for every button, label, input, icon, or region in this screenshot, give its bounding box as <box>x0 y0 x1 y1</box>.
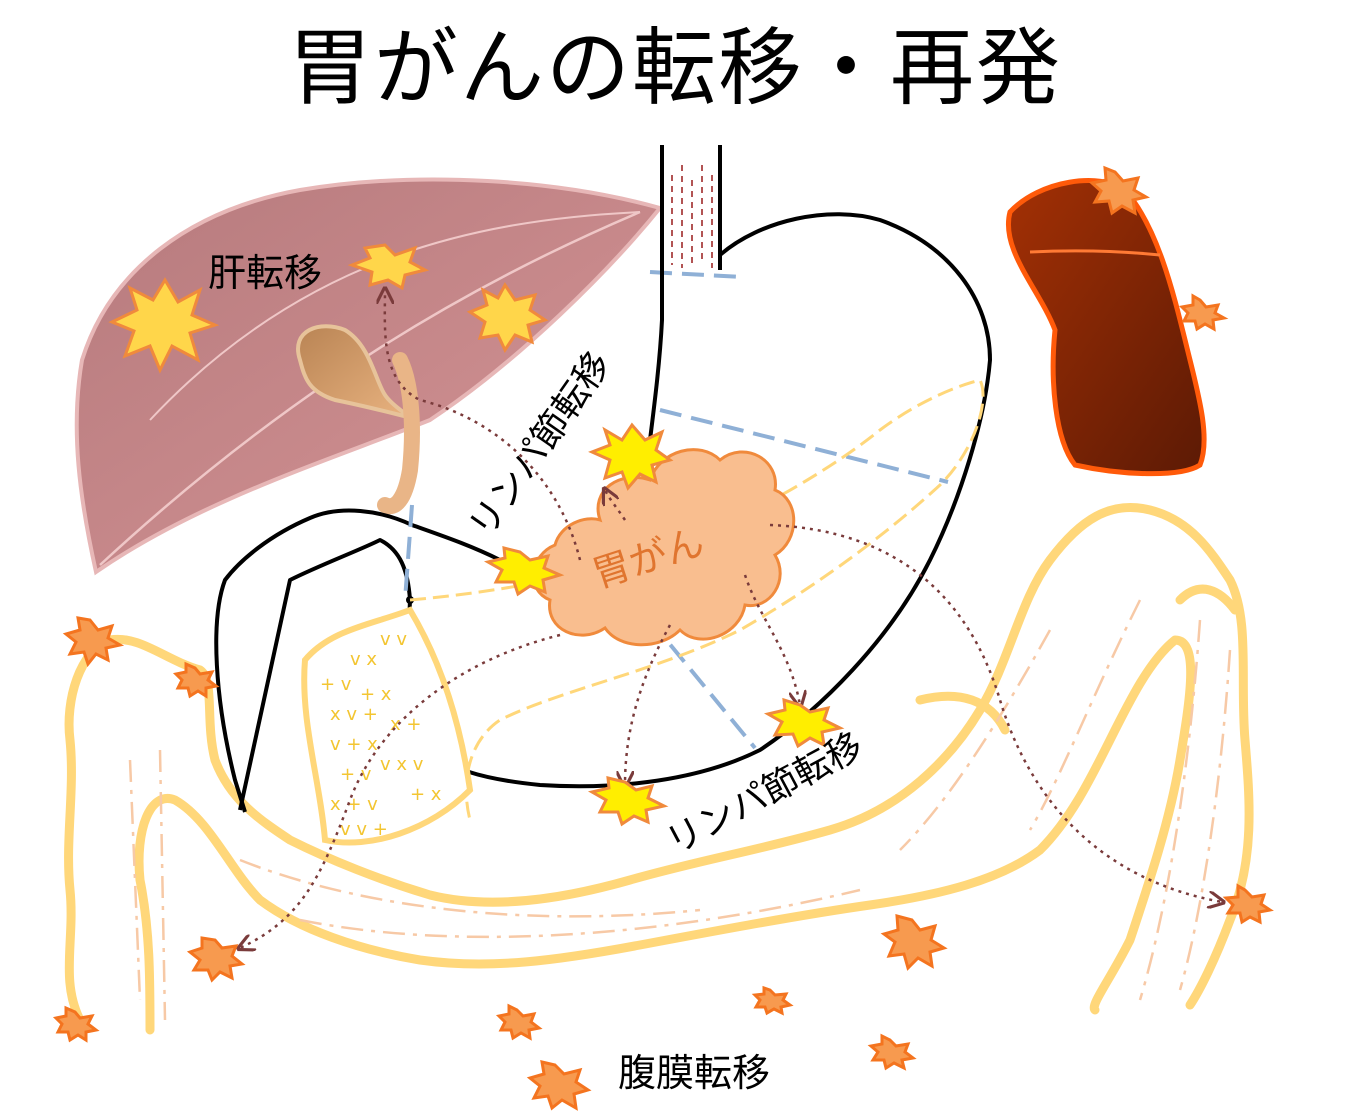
svg-text:+ v: + v <box>340 764 372 785</box>
liver-metastasis-stars <box>108 243 549 374</box>
metastasis-arrows <box>240 290 1222 948</box>
svg-text:+ x: + x <box>360 684 392 705</box>
svg-text:x v +: x v + <box>330 704 378 725</box>
svg-text:v + x: v + x <box>330 734 378 755</box>
label-peritoneal-metastasis: 腹膜転移 <box>618 1051 770 1095</box>
lymph-metastasis-stars <box>483 422 845 827</box>
tumor-stomach-cancer <box>532 448 796 647</box>
label-liver-metastasis: 肝転移 <box>208 251 322 295</box>
svg-text:+ v: + v <box>320 674 352 695</box>
svg-text:x +: x + <box>390 714 421 735</box>
svg-text:v v +: v v + <box>340 819 388 840</box>
colon-inner-lines <box>128 599 1232 1021</box>
svg-text:x + v: x + v <box>330 794 378 815</box>
svg-text:v v: v v <box>380 629 407 650</box>
gallbladder <box>296 324 420 515</box>
svg-text:+ x: + x <box>410 784 442 805</box>
spleen <box>1005 178 1207 477</box>
svg-text:v x: v x <box>350 649 377 670</box>
diagram-title: 胃がんの転移・再発 <box>287 19 1062 117</box>
peritoneal-metastasis-stars <box>52 165 1274 1111</box>
pancreas: + v v x v v x v + + x v + x x + + v v x … <box>301 606 474 846</box>
esophagus <box>649 145 743 279</box>
svg-text:v x v: v x v <box>380 754 424 775</box>
